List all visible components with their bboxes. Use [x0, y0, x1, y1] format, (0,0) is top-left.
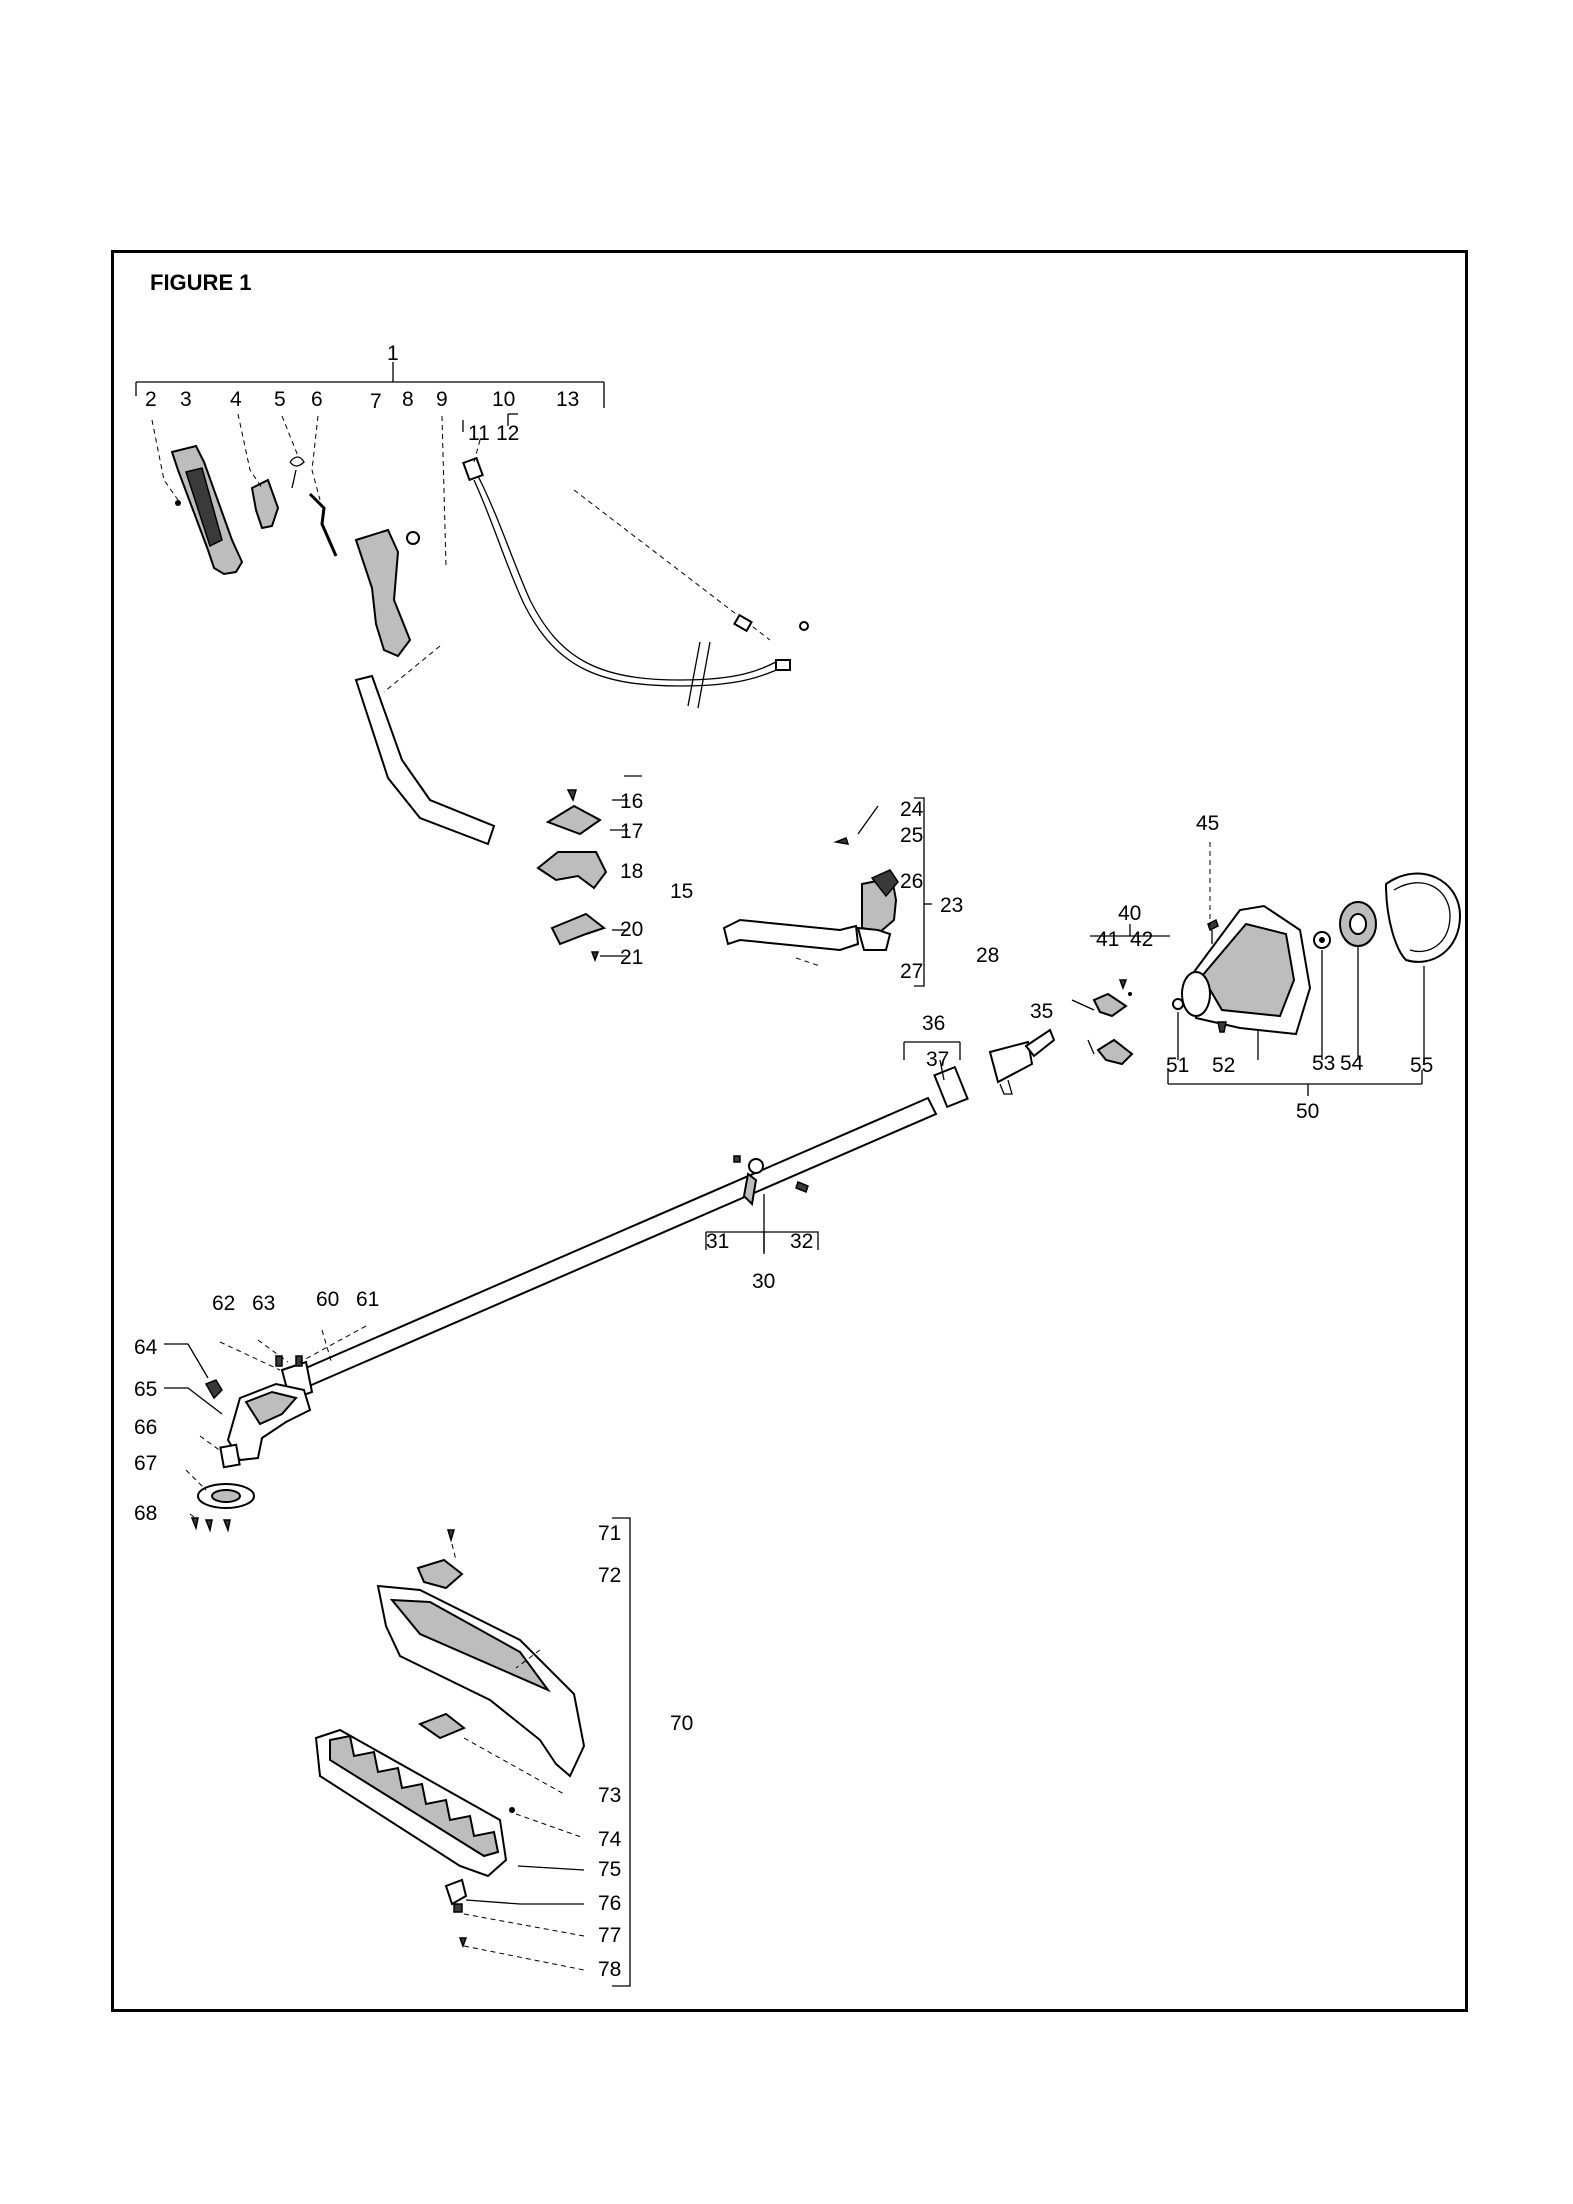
- label-40: 40: [1118, 902, 1141, 925]
- label-51: 51: [1166, 1054, 1189, 1077]
- throttle-lever: [308, 492, 338, 557]
- label-2: 2: [145, 388, 157, 411]
- label-50: 50: [1296, 1100, 1319, 1123]
- label-8: 8: [402, 388, 414, 411]
- label-60: 60: [316, 1288, 339, 1311]
- label-42: 42: [1130, 928, 1153, 951]
- handle-group-bracket: [135, 362, 605, 432]
- label-5: 5: [274, 388, 286, 411]
- label-27: 27: [900, 960, 923, 983]
- label-11: 11: [468, 422, 490, 445]
- main-shaft: [280, 1096, 938, 1402]
- label-61: 61: [356, 1288, 379, 1311]
- clamp-group-15: [536, 775, 642, 963]
- guard-group-70: [314, 1517, 631, 1987]
- grip-handle-group-23: [722, 797, 932, 987]
- label-16: 16: [620, 790, 643, 813]
- label-77: 77: [598, 1924, 621, 1947]
- label-26: 26: [900, 870, 923, 893]
- trigger-spring: [289, 456, 305, 489]
- label-70: 70: [670, 1712, 693, 1735]
- label-4: 4: [230, 388, 242, 411]
- label-41: 41: [1096, 928, 1119, 951]
- label-52: 52: [1212, 1054, 1235, 1077]
- label-75: 75: [598, 1858, 621, 1881]
- label-76: 76: [598, 1892, 621, 1915]
- front-handle-grip: [354, 528, 420, 658]
- label-72: 72: [598, 1564, 621, 1587]
- label-9: 9: [436, 388, 448, 411]
- label-55: 55: [1410, 1054, 1433, 1077]
- label-45: 45: [1196, 812, 1219, 835]
- label-54: 54: [1340, 1052, 1364, 1075]
- label-74: 74: [598, 1828, 622, 1851]
- label-78: 78: [598, 1958, 621, 1981]
- label-37: 37: [926, 1048, 949, 1071]
- label-53: 53: [1312, 1052, 1335, 1075]
- label-21: 21: [620, 946, 643, 969]
- connector-tube: [354, 674, 496, 846]
- label-23: 23: [940, 894, 963, 917]
- label-71: 71: [598, 1522, 621, 1545]
- label-3: 3: [180, 388, 192, 411]
- label-20: 20: [620, 918, 643, 941]
- label-18: 18: [620, 860, 643, 883]
- label-62: 62: [212, 1292, 235, 1315]
- label-36: 36: [922, 1012, 945, 1035]
- label-13: 13: [556, 388, 579, 411]
- label-64: 64: [134, 1336, 158, 1359]
- label-73: 73: [598, 1784, 621, 1807]
- label-12: 12: [496, 422, 519, 445]
- label-68: 68: [134, 1502, 157, 1525]
- label-35: 35: [1030, 1000, 1053, 1023]
- label-66: 66: [134, 1416, 157, 1439]
- clamp-group-40: [1090, 924, 1170, 1066]
- label-30: 30: [752, 1270, 775, 1293]
- label-6: 6: [311, 388, 323, 411]
- label-63: 63: [252, 1292, 275, 1315]
- label-17: 17: [620, 820, 643, 843]
- label-15: 15: [670, 880, 693, 903]
- label-28: 28: [976, 944, 999, 967]
- label-67: 67: [134, 1452, 157, 1475]
- label-1: 1: [387, 342, 399, 365]
- label-24: 24: [900, 798, 924, 821]
- gearhead-group: [190, 1355, 312, 1533]
- label-32: 32: [790, 1230, 813, 1253]
- label-31: 31: [706, 1230, 729, 1253]
- leader-lines: [151, 413, 1425, 1971]
- label-25: 25: [900, 824, 923, 847]
- engine-group-50: [1167, 872, 1462, 1096]
- label-65: 65: [134, 1378, 157, 1401]
- part-labels: 1 2 3 4 5 6 7 8 9 10 11 12 13 15 16 17 1…: [134, 342, 1433, 1981]
- label-10: 10: [492, 388, 515, 411]
- throttle-cable: [462, 456, 809, 709]
- shaft-coupling: [933, 1028, 1056, 1109]
- figure-frame: [111, 250, 1468, 2012]
- throttle-trigger: [250, 478, 280, 530]
- rear-handle: [170, 444, 244, 576]
- label-7: 7: [370, 390, 382, 413]
- figure-title: FIGURE 1: [150, 270, 252, 295]
